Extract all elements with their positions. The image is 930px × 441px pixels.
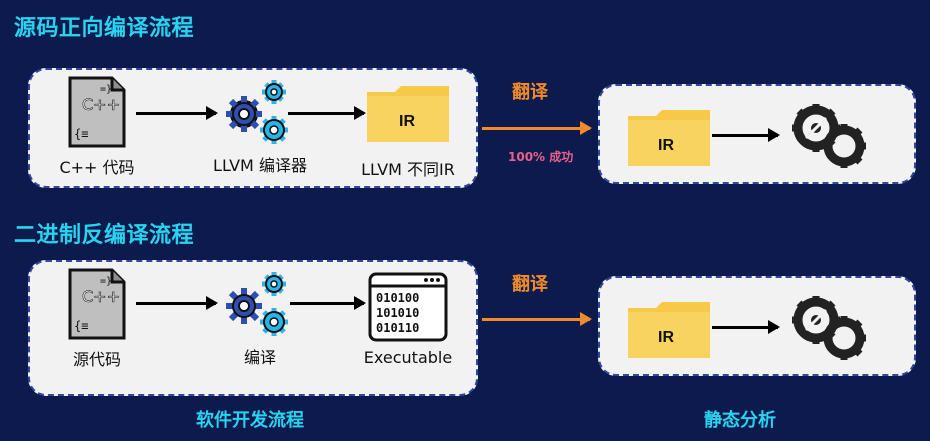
node-compile: 编译: [190, 270, 330, 368]
flow-arrow: [290, 296, 366, 310]
analysis-gears-icon: [792, 104, 866, 168]
folder-icon: IR: [628, 302, 710, 358]
node-label: C++ 代码: [59, 158, 135, 177]
svg-text:C++: C++: [82, 95, 120, 114]
folder-label: IR: [658, 137, 674, 154]
svg-text:=}: =}: [100, 84, 112, 95]
node-label: 源代码: [72, 350, 121, 369]
analysis-gears-icon: [792, 296, 866, 360]
translate-arrow: [482, 121, 592, 135]
footer-static-analysis: 静态分析: [704, 410, 776, 431]
node-executable: 010100 101010 010110 Executable: [348, 272, 468, 367]
translate-arrow: [482, 312, 592, 326]
section1-title: 源码正向编译流程: [14, 16, 195, 41]
node-label: Executable: [363, 348, 453, 367]
svg-text:010110: 010110: [376, 321, 419, 335]
folder-icon: IR: [628, 110, 710, 166]
svg-text:010100: 010100: [376, 291, 419, 305]
flow-arrow: [136, 106, 218, 120]
binary-window-icon: 010100 101010 010110: [368, 272, 448, 342]
flow-arrow: [288, 106, 366, 120]
translate-label: 翻译: [512, 82, 548, 103]
gears-icon: [226, 80, 288, 144]
node-llvm-compiler: LLVM 编译器: [190, 78, 330, 176]
section2-title: 二进制反编译流程: [14, 223, 195, 248]
footer-software-dev: 软件开发流程: [196, 410, 304, 431]
folder-label: IR: [658, 329, 674, 346]
folder-icon: IR: [367, 86, 449, 142]
node-label: LLVM 编译器: [213, 156, 307, 175]
success-label: 100% 成功: [508, 150, 574, 164]
svg-text:{≡: {≡: [74, 319, 88, 333]
gears-icon: [226, 272, 288, 336]
panel-decompile-target: IR: [598, 276, 916, 376]
node-source-code: C++ =} {≡ 源代码: [52, 268, 142, 370]
flow-arrow: [136, 296, 218, 310]
panel-forward-target: IR: [598, 84, 916, 184]
folder-label: IR: [399, 113, 415, 130]
flow-arrow: [712, 320, 780, 334]
svg-text:{≡: {≡: [74, 127, 88, 141]
node-label: LLVM 不同IR: [361, 160, 455, 179]
code-file-icon: C++ =} {≡: [68, 268, 126, 340]
node-cpp-code: C++ =} {≡ C++ 代码: [52, 76, 142, 178]
panel-decompile: C++ =} {≡ 源代码: [28, 260, 478, 396]
panel-forward-compile: C++ =} {≡ C++ 代码: [28, 68, 478, 188]
svg-text:C++: C++: [82, 287, 120, 306]
code-file-icon: C++ =} {≡: [68, 76, 126, 148]
svg-text:=}: =}: [100, 276, 112, 287]
node-label: 编译: [243, 348, 276, 367]
flow-arrow: [712, 128, 780, 142]
svg-text:101010: 101010: [376, 306, 419, 320]
translate-label: 翻译: [512, 274, 548, 295]
node-llvm-ir: IR LLVM 不同IR: [348, 84, 468, 180]
